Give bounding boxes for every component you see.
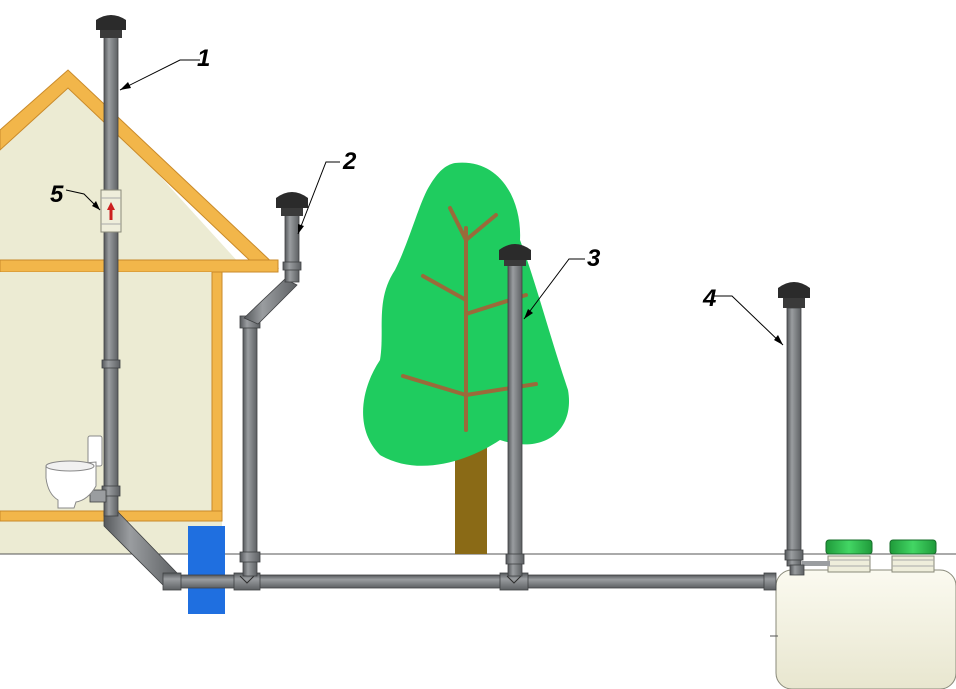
house-inner-frame-right — [211, 271, 223, 521]
foundation-block — [188, 526, 225, 614]
house-roof-wall — [0, 75, 240, 264]
vent-riser-1 — [89, 15, 126, 517]
vent-cap-3 — [499, 244, 531, 260]
callout-3: 3 — [587, 245, 601, 272]
vent-cap-4 — [778, 282, 810, 298]
vent-riser-2 — [239, 192, 308, 577]
leader-arrowheads — [92, 82, 783, 345]
air-valve — [100, 189, 122, 233]
vent-riser-3 — [499, 244, 531, 577]
vent-riser-4 — [778, 282, 810, 576]
house-floor-beam — [0, 259, 279, 273]
vent-cap-2 — [276, 192, 308, 208]
main-sewer-pipe — [171, 572, 777, 591]
callout-4: 4 — [702, 285, 716, 312]
arrow-up-icon — [107, 202, 115, 220]
callout-5: 5 — [50, 181, 64, 208]
vent-cap-1 — [96, 15, 126, 30]
leader-lines — [65, 59, 784, 346]
callout-2: 2 — [342, 148, 357, 175]
callout-1: 1 — [197, 45, 210, 72]
toilet — [45, 435, 103, 509]
tank-lid-1 — [825, 539, 873, 555]
house-outlet-pipe — [103, 511, 182, 591]
septic-tank — [770, 539, 956, 689]
tank-body — [775, 569, 956, 689]
tree — [363, 162, 570, 554]
tank-lid-2 — [889, 539, 937, 555]
tree-branches — [401, 206, 538, 432]
house — [0, 69, 280, 554]
